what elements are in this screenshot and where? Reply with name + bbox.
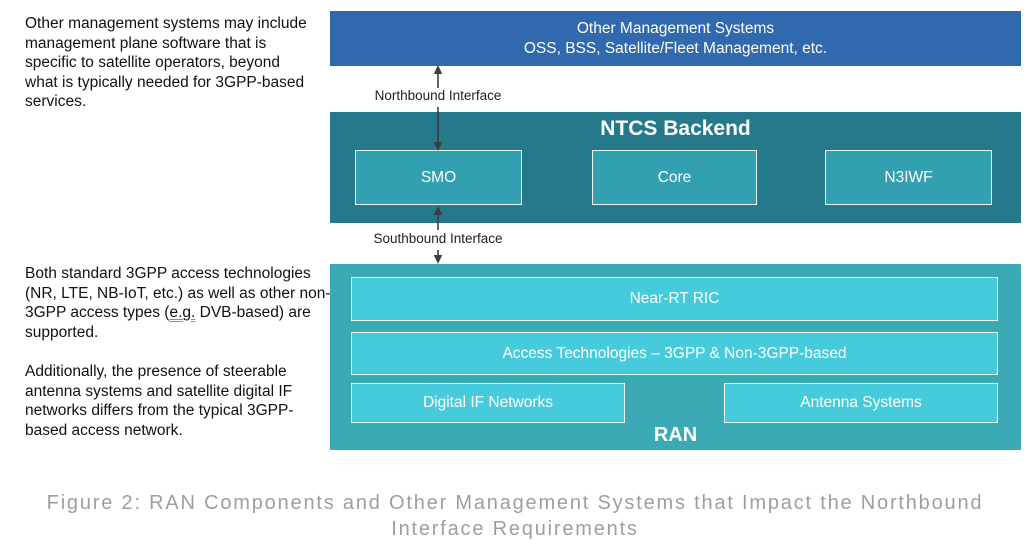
antenna-systems-label: Antenna Systems xyxy=(800,394,922,411)
northbound-interface-label: Northbound Interface xyxy=(374,88,502,103)
n3iwf-label: N3IWF xyxy=(884,168,933,186)
note-access-text-before: Both standard 3GPP access technologies (… xyxy=(25,265,331,321)
ran-box: Near-RT RIC Access Technologies – 3GPP &… xyxy=(330,264,1021,450)
smo-box: SMO xyxy=(355,150,522,205)
ntcs-backend-box: NTCS Backend SMO Core N3IWF xyxy=(330,112,1021,223)
near-rt-ric-label: Near-RT RIC xyxy=(629,290,720,307)
n3iwf-box: N3IWF xyxy=(825,150,992,205)
note-management-systems: Other management systems may include man… xyxy=(25,15,307,110)
antenna-systems-box: Antenna Systems xyxy=(724,383,998,423)
note-access-technologies: Both standard 3GPP access technologies (… xyxy=(25,264,332,460)
note-access-text-after: DVB-based) are supported. xyxy=(25,304,311,341)
oms-title-line: Other Management Systems xyxy=(576,19,775,37)
smo-label: SMO xyxy=(420,168,457,186)
oms-subtitle-line: OSS, BSS, Satellite/Fleet Management, et… xyxy=(523,39,828,57)
eg-spellcheck-text: e.g. xyxy=(169,304,196,321)
digital-if-networks-box: Digital IF Networks xyxy=(351,383,625,423)
ran-title: RAN xyxy=(653,424,698,446)
southbound-arrow-icon xyxy=(433,206,443,264)
southbound-interface-label: Southbound Interface xyxy=(373,231,503,246)
note-access-paragraph: Both standard 3GPP access technologies (… xyxy=(25,264,332,342)
digital-if-networks-label: Digital IF Networks xyxy=(422,394,554,411)
access-technologies-label: Access Technologies – 3GPP & Non-3GPP-ba… xyxy=(502,344,847,362)
ntcs-backend-title: NTCS Backend xyxy=(600,117,751,140)
note-antenna-paragraph: Additionally, the presence of steerable … xyxy=(25,363,294,439)
northbound-arrow-icon xyxy=(433,65,443,151)
figure-caption: Figure 2: RAN Components and Other Manag… xyxy=(46,492,984,540)
other-management-systems-box: Other Management Systems OSS, BSS, Satel… xyxy=(330,11,1021,66)
access-technologies-box: Access Technologies – 3GPP & Non-3GPP-ba… xyxy=(351,332,998,375)
core-label: Core xyxy=(657,168,692,186)
near-rt-ric-box: Near-RT RIC xyxy=(351,277,998,321)
core-box: Core xyxy=(592,150,757,205)
